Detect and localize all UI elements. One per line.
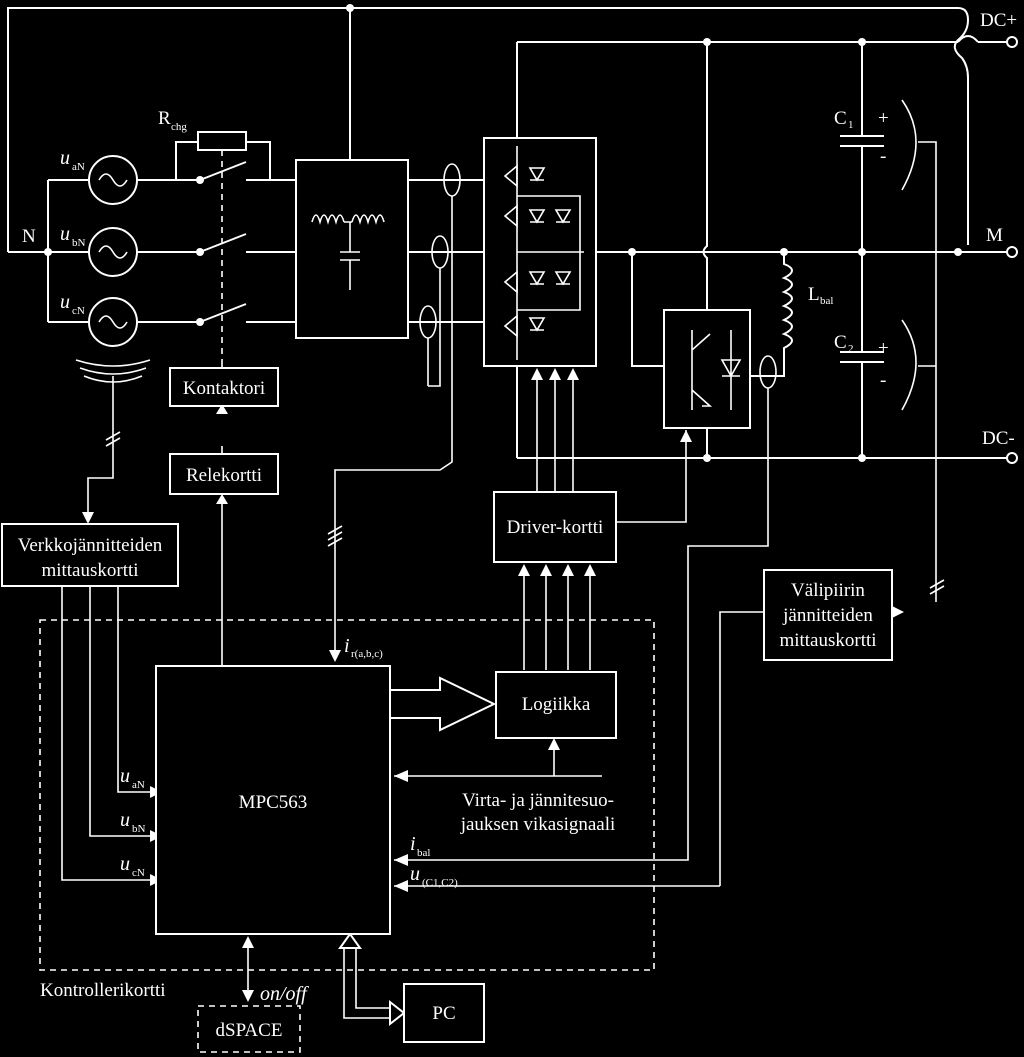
ir-label: i xyxy=(344,635,350,657)
dspace-label: dSPACE xyxy=(216,1020,283,1041)
c2-minus: - xyxy=(880,370,886,391)
u-bn-sub: bN xyxy=(72,237,86,249)
relekortti-block xyxy=(169,453,279,495)
in-ubn-sub: bN xyxy=(132,823,146,835)
kontaktori-block xyxy=(169,367,279,407)
power-wiring xyxy=(7,4,1018,861)
controller-board-label: Kontrollerikortti xyxy=(40,980,166,1001)
valipiiri-label-1: Välipiirin xyxy=(791,580,865,601)
ibal-label: i xyxy=(410,833,416,855)
fault-signal-line-2: jauksen vikasignaali xyxy=(460,814,616,835)
u-an-label: u xyxy=(60,147,70,169)
in-ucn-label: u xyxy=(120,853,130,875)
verkko-block xyxy=(1,523,179,587)
in-ucn-sub: cN xyxy=(132,867,145,879)
r-chg-label: R xyxy=(158,108,171,129)
dc-plus-terminal: DC+ xyxy=(980,10,1017,31)
l-bal-sub: bal xyxy=(820,295,833,307)
ir-sub: r(a,b,c) xyxy=(351,648,383,660)
in-ubn-label: u xyxy=(120,809,130,831)
pc-block xyxy=(403,983,485,1043)
valipiiri-label-3: mittauskortti xyxy=(779,630,876,651)
verkko-label-2: mittauskortti xyxy=(41,560,138,581)
u-cn-label: u xyxy=(60,291,70,313)
kontaktori-label: Kontaktori xyxy=(183,378,265,399)
c1-minus: - xyxy=(880,146,886,167)
in-uan-sub: aN xyxy=(132,779,145,791)
dspace-block xyxy=(197,1005,301,1053)
c1-sub: 1 xyxy=(848,119,854,131)
valipiiri-block xyxy=(763,569,893,661)
verkko-label-1: Verkkojännitteiden xyxy=(18,535,163,556)
c1-label: C xyxy=(834,108,847,129)
u-an-sub: aN xyxy=(72,161,85,173)
l-bal-label: L xyxy=(808,284,820,305)
c1-plus: + xyxy=(878,108,889,129)
u-bn-label: u xyxy=(60,223,70,245)
controller-board-frame xyxy=(39,619,655,971)
uc-label: u xyxy=(410,863,420,885)
logiikka-label: Logiikka xyxy=(522,694,591,715)
driver-label: Driver-kortti xyxy=(507,517,604,538)
uc-sub: (C1,C2) xyxy=(422,877,458,889)
fault-signal-line-1: Virta- ja jännitesuo- xyxy=(462,790,614,811)
relekortti-label: Relekortti xyxy=(186,465,262,486)
pc-label: PC xyxy=(432,1003,455,1024)
driver-block xyxy=(493,491,617,563)
c2-plus: + xyxy=(878,338,889,359)
in-uan-label: u xyxy=(120,765,130,787)
mpc-label: MPC563 xyxy=(239,792,308,813)
r-chg-sub: chg xyxy=(171,121,187,133)
onoff-label: on/off xyxy=(260,983,309,1005)
mid-terminal: M xyxy=(986,225,1003,246)
mpc-block xyxy=(155,665,391,935)
neutral-label: N xyxy=(22,226,36,247)
u-cn-sub: cN xyxy=(72,305,85,317)
control-wiring xyxy=(61,364,904,1027)
c2-label: C xyxy=(834,332,847,353)
ibal-sub: bal xyxy=(417,847,430,859)
valipiiri-label-2: jännitteiden xyxy=(782,605,873,626)
c2-sub: 2 xyxy=(848,343,854,355)
dc-minus-terminal: DC- xyxy=(982,428,1015,449)
logiikka-block xyxy=(495,671,617,739)
